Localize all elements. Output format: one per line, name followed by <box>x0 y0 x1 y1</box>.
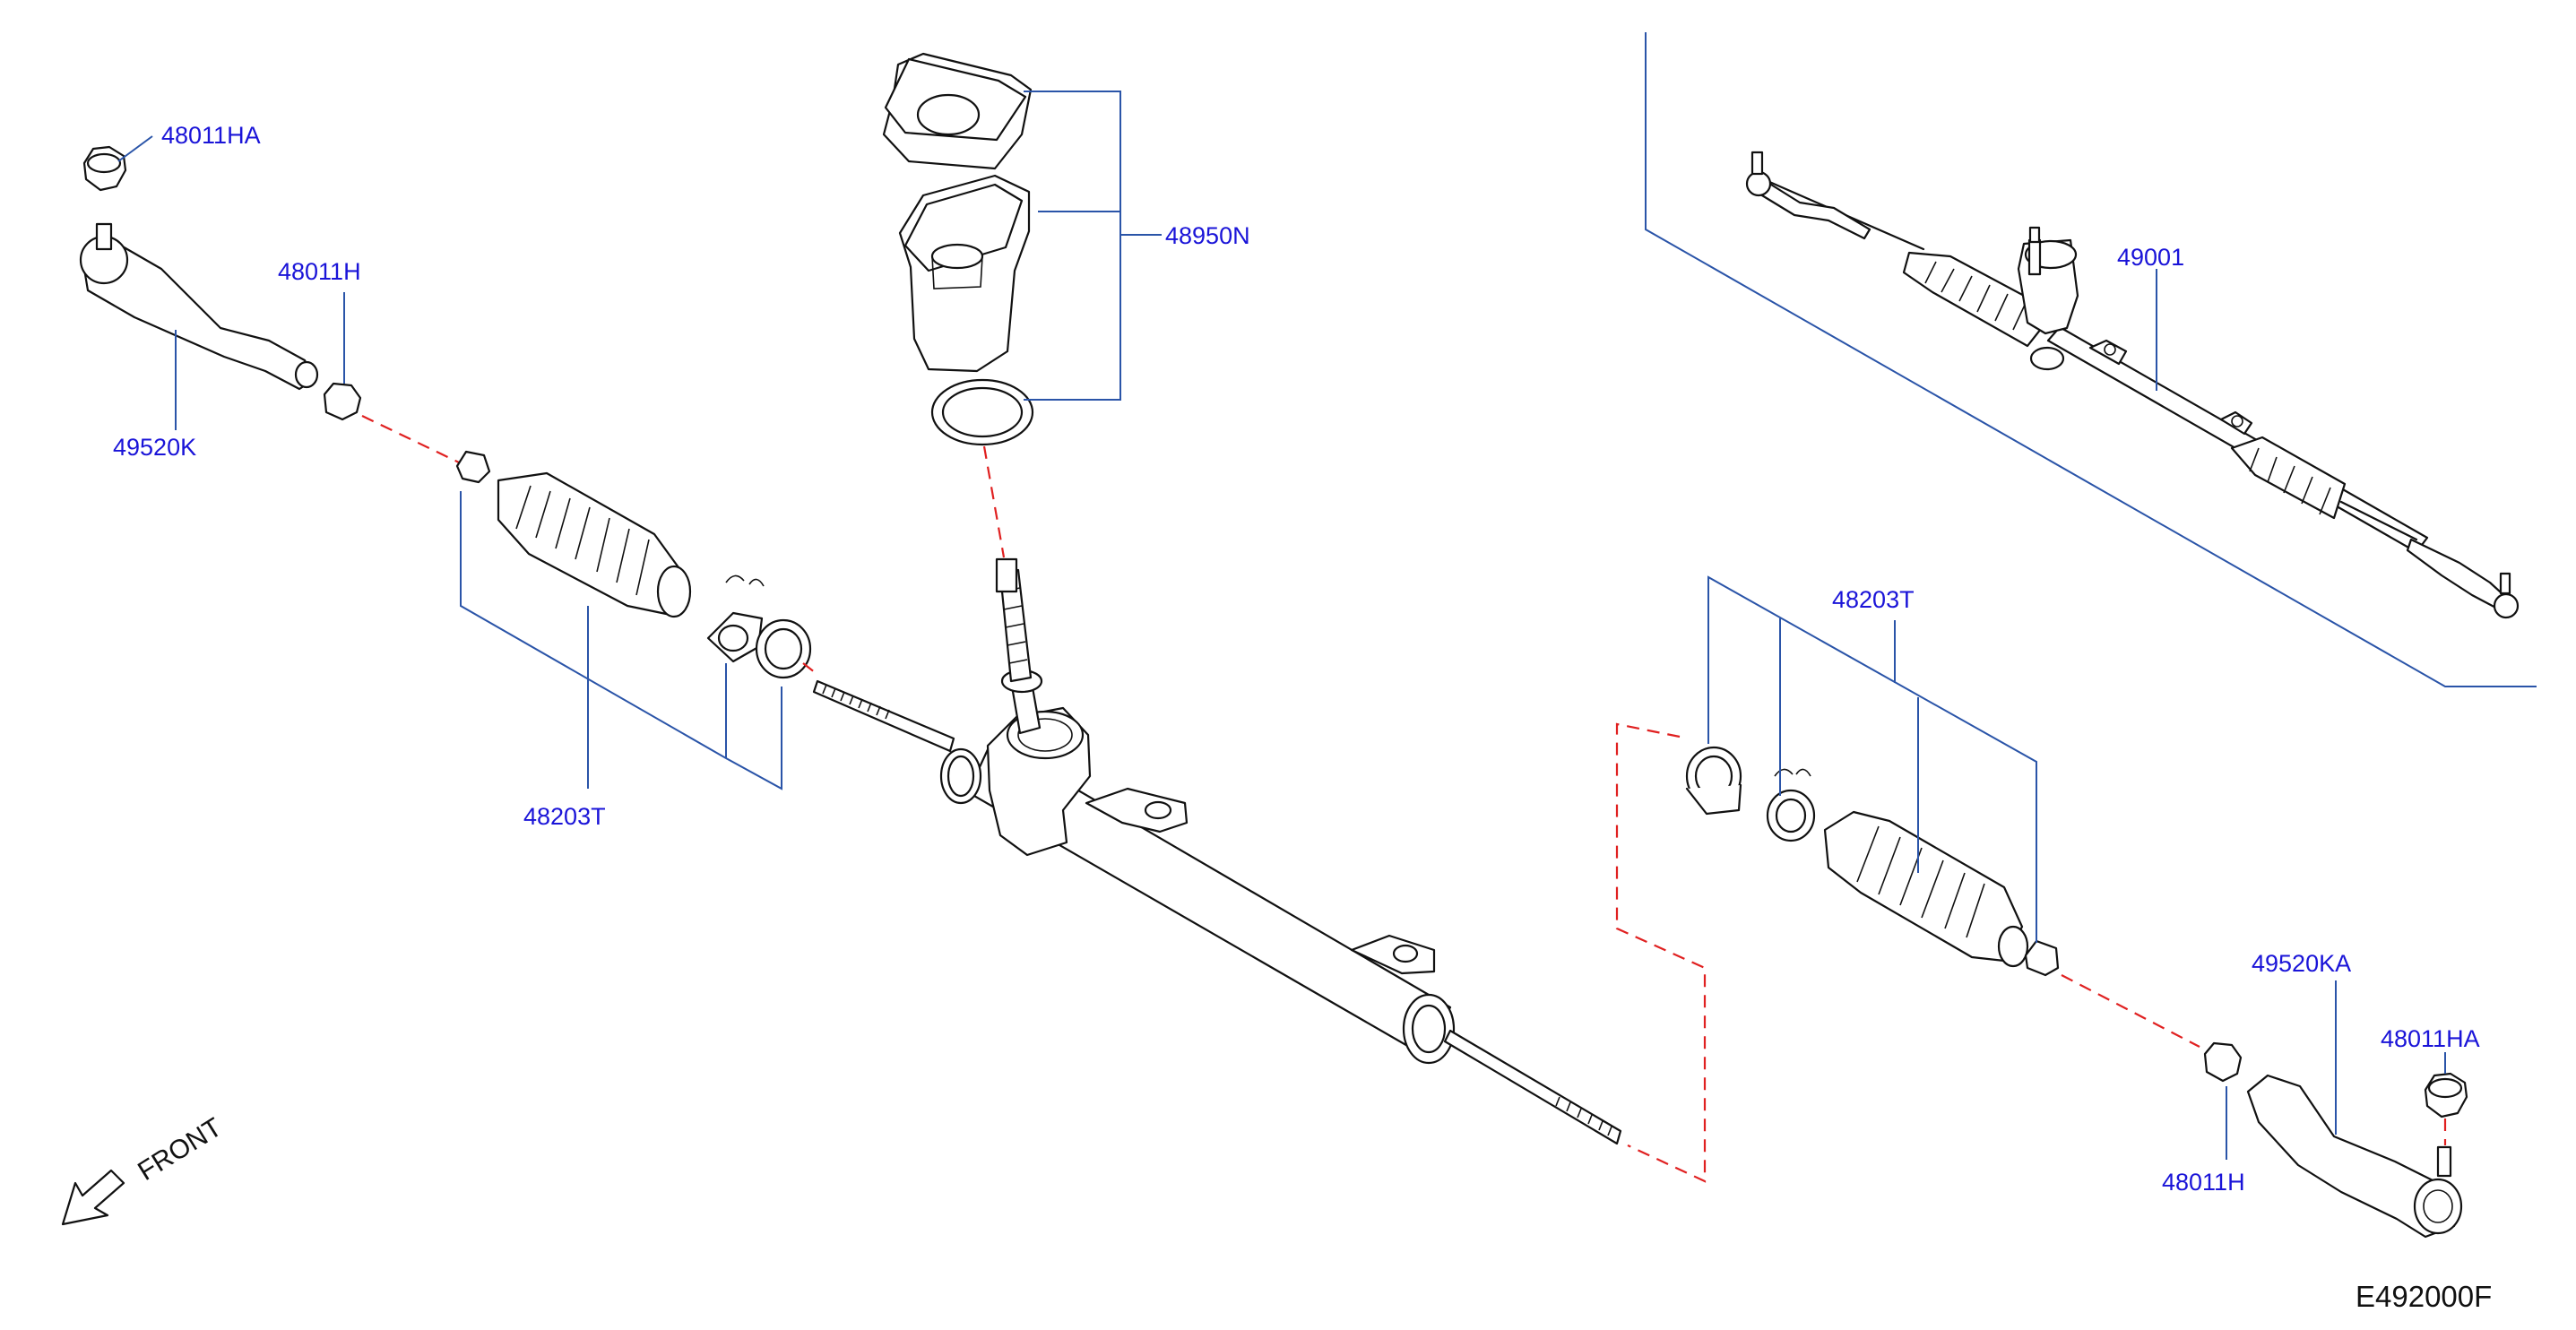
gear-assembly-inset <box>1645 32 2537 687</box>
main-gear-housing <box>812 557 1622 1145</box>
label-pinion-cover: 48950N <box>1165 222 1250 249</box>
front-label: FRONT <box>133 1112 227 1187</box>
label-nut-left: 48011H <box>278 258 361 285</box>
label-nut-right: 48011H <box>2162 1169 2245 1196</box>
label-tie-rod-end-right: 49520KA <box>2252 950 2351 977</box>
label-boot-kit-right: 48203T <box>1832 586 1915 613</box>
label-nut-left-top: 48011HA <box>161 122 261 149</box>
front-direction-indicator: FRONT <box>61 1112 227 1226</box>
label-tie-rod-end-left: 49520K <box>113 434 196 461</box>
figure-code: E492000F <box>2356 1280 2492 1313</box>
part-labels: 48011HA 48011H 49520K 48203T 48950N 4900… <box>113 122 2480 1196</box>
pinion-cover-group <box>882 52 1162 558</box>
left-parts <box>79 135 820 790</box>
inset-frame <box>1645 32 2537 687</box>
label-boot-kit-left: 48203T <box>523 803 606 830</box>
front-arrow-icon <box>61 1169 125 1226</box>
label-gear-assy: 49001 <box>2117 244 2184 271</box>
label-nut-right-top: 48011HA <box>2381 1025 2480 1052</box>
right-parts <box>1615 575 2468 1239</box>
